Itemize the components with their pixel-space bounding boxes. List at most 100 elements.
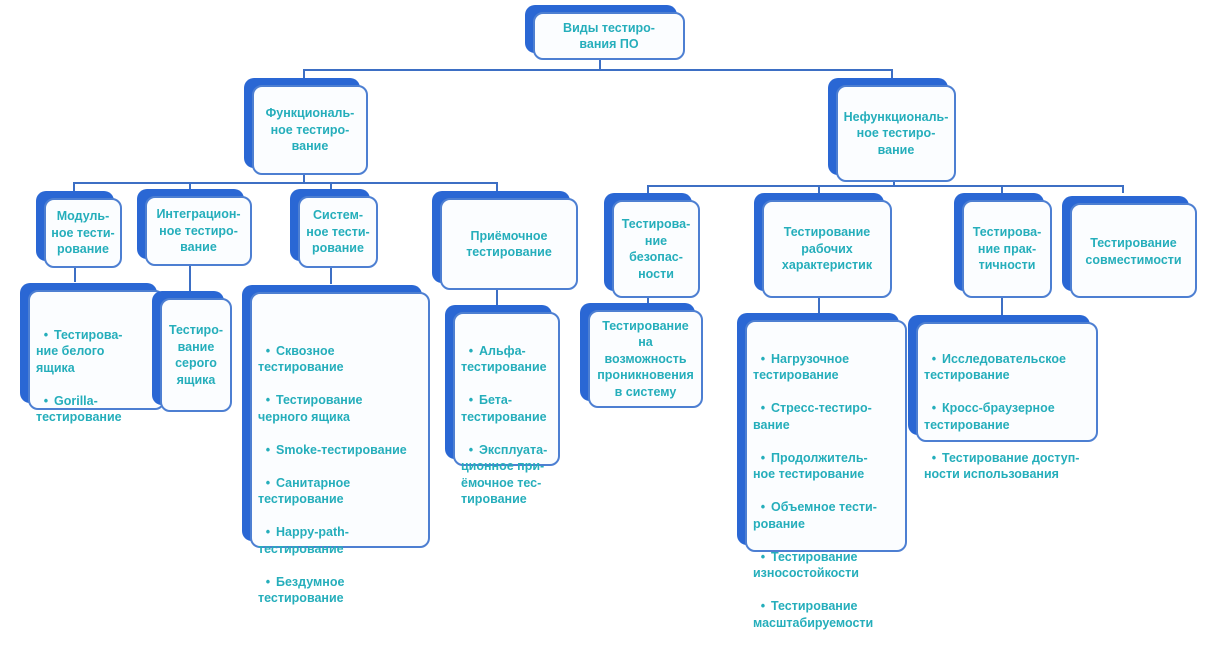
- nonfunctional-label: Нефункциональ- ное тестиро- вание: [836, 85, 956, 182]
- list-item-label: Продолжитель- ное тестирование: [753, 450, 868, 482]
- bullet-icon: •: [760, 450, 766, 465]
- bullet-icon: •: [931, 401, 937, 415]
- usability-testing-node: Тестирова- ние прак- тичности: [954, 193, 1052, 298]
- bullet-icon: •: [265, 574, 271, 589]
- bullet-icon: •: [265, 343, 271, 358]
- list-item: •Тестирова- ние белого ящика: [36, 327, 122, 377]
- connector: [189, 266, 191, 291]
- list-item: •Тестирование износостойкости: [753, 549, 877, 582]
- root-node: Виды тестиро- вания ПО: [525, 5, 685, 60]
- list-item-label: Тестирование доступ- ности использования: [924, 450, 1080, 482]
- bullet-icon: •: [760, 351, 766, 366]
- connector: [891, 69, 893, 79]
- integration-testing-child: Тестиро- вание серого ящика: [152, 291, 232, 412]
- bullet-icon: •: [760, 401, 766, 415]
- security-testing-child: Тестирование на возможность проникновени…: [580, 303, 703, 408]
- usability-testing-label: Тестирова- ние прак- тичности: [962, 200, 1052, 298]
- connector: [647, 185, 649, 193]
- bullet-icon: •: [265, 475, 271, 490]
- acceptance-testing-label: Приёмочное тестирование: [440, 198, 578, 290]
- acceptance-testing-list: • Альфа- тестирование •Бета- тестирование…: [445, 305, 560, 506]
- system-testing-node: Систем- ное тести- рование: [290, 189, 378, 268]
- item-list: •Исследовательское тестирование •Кросс-б…: [924, 334, 1079, 499]
- connector: [303, 69, 305, 79]
- item-list: •Нагрузочное тестирование •Стресс-тестир…: [753, 334, 877, 648]
- list-item-label: Объемное тести- рование: [753, 500, 877, 531]
- connector: [1122, 185, 1124, 193]
- unit-testing-label: Модуль- ное тести- рование: [44, 198, 122, 268]
- connector: [330, 182, 332, 191]
- connector: [303, 69, 893, 71]
- list-item-label: Happy-path- тестирование: [258, 525, 349, 556]
- list-item: •Кросс-браузерное тестирование: [924, 400, 1079, 433]
- connector: [496, 290, 498, 305]
- bullet-icon: •: [760, 599, 766, 613]
- bullet-icon: •: [760, 549, 766, 564]
- list-item-label: Тестирование масштабируемости: [753, 599, 874, 630]
- list-item: •Бездумное тестирование: [258, 574, 407, 607]
- penetration-testing-label: Тестирование на возможность проникновени…: [588, 310, 703, 408]
- list-item: •Сквозное тестирование: [258, 343, 407, 376]
- bullet-icon: •: [468, 442, 474, 457]
- list-item-label: Smoke-тестирование: [276, 442, 407, 457]
- connector: [330, 268, 332, 284]
- connector: [74, 268, 76, 282]
- list-item-label: Альфа- тестирование: [461, 343, 547, 375]
- list-item: •Объемное тести- рование: [753, 499, 877, 532]
- list-item-label: Нагрузочное тестирование: [753, 351, 850, 383]
- unit-testing-list: •Тестирова- ние белого ящика • Gorilla- т…: [20, 283, 165, 424]
- connector: [496, 182, 498, 191]
- item-list: • Альфа- тестирование •Бета- тестирование…: [461, 326, 547, 524]
- system-testing-list: •Сквозное тестирование •Тестирование чер…: [242, 285, 430, 605]
- usability-testing-list: •Исследовательское тестирование •Кросс-б…: [908, 315, 1098, 481]
- testing-types-diagram: Виды тестиро- вания ПО Функциональ- ное …: [20, 5, 1197, 630]
- connector: [1001, 298, 1003, 315]
- functional-label: Функциональ- ное тестиро- вание: [252, 85, 368, 175]
- connector: [303, 175, 305, 184]
- connector: [599, 60, 601, 70]
- list-item: •Продолжитель- ное тестирование: [753, 450, 877, 483]
- list-item-label: Gorilla- тестирование: [36, 393, 122, 425]
- connector: [1001, 185, 1003, 193]
- list-item-label: Эксплуата- ционное при- ёмочное тес- тир…: [461, 442, 548, 507]
- box-body: •Тестирова- ние белого ящика • Gorilla- т…: [28, 290, 165, 424]
- list-item-label: Стресс-тестиро- вание: [753, 401, 872, 432]
- list-item: •Эксплуата- ционное при- ёмочное тес- ти…: [461, 442, 547, 508]
- system-testing-label: Систем- ное тести- рование: [298, 196, 378, 268]
- list-item: •Стресс-тестиро- вание: [753, 400, 877, 433]
- box-body: •Исследовательское тестирование •Кросс-б…: [916, 322, 1098, 481]
- compatibility-testing-node: Тестирование совместимости: [1062, 196, 1197, 298]
- bullet-icon: •: [931, 450, 937, 465]
- list-item-label: Тестирова- ние белого ящика: [36, 327, 123, 375]
- bullet-icon: •: [760, 500, 766, 514]
- bullet-icon: •: [265, 393, 271, 407]
- item-list: •Тестирова- ние белого ящика • Gorilla- т…: [36, 310, 122, 442]
- list-item: •Тестирование доступ- ности использовани…: [924, 450, 1079, 483]
- bullet-icon: •: [931, 351, 937, 366]
- bullet-icon: •: [265, 442, 271, 457]
- performance-testing-label: Тестирование рабочих характеристик: [762, 200, 892, 298]
- list-item-label: Сквозное тестирование: [258, 343, 344, 375]
- list-item: •Нагрузочное тестирование: [753, 351, 877, 384]
- connector: [73, 182, 75, 191]
- list-item: •Санитарное тестирование: [258, 475, 407, 508]
- functional-node: Функциональ- ное тестиро- вание: [244, 78, 368, 175]
- item-list: •Сквозное тестирование •Тестирование чер…: [258, 326, 407, 623]
- list-item: •Тестирование масштабируемости: [753, 598, 877, 631]
- box-body: • Альфа- тестирование •Бета- тестирование…: [453, 312, 560, 506]
- performance-testing-list: •Нагрузочное тестирование •Стресс-тестир…: [737, 313, 907, 630]
- security-testing-node: Тестирова- ние безопас- ности: [604, 193, 700, 298]
- box-body: •Сквозное тестирование •Тестирование чер…: [250, 292, 430, 605]
- unit-testing-node: Модуль- ное тести- рование: [36, 191, 122, 268]
- list-item-label: Исследовательское тестирование: [924, 351, 1066, 383]
- acceptance-testing-node: Приёмочное тестирование: [432, 191, 578, 290]
- bullet-icon: •: [468, 393, 474, 407]
- list-item: •Исследовательское тестирование: [924, 351, 1079, 384]
- box-body: •Нагрузочное тестирование •Стресс-тестир…: [745, 320, 907, 630]
- root-label: Виды тестиро- вания ПО: [533, 12, 685, 60]
- compatibility-testing-label: Тестирование совместимости: [1070, 203, 1197, 298]
- gray-box-label: Тестиро- вание серого ящика: [160, 298, 232, 412]
- bullet-icon: •: [43, 327, 49, 342]
- connector: [189, 182, 191, 191]
- list-item: •Бета- тестирование: [461, 392, 547, 425]
